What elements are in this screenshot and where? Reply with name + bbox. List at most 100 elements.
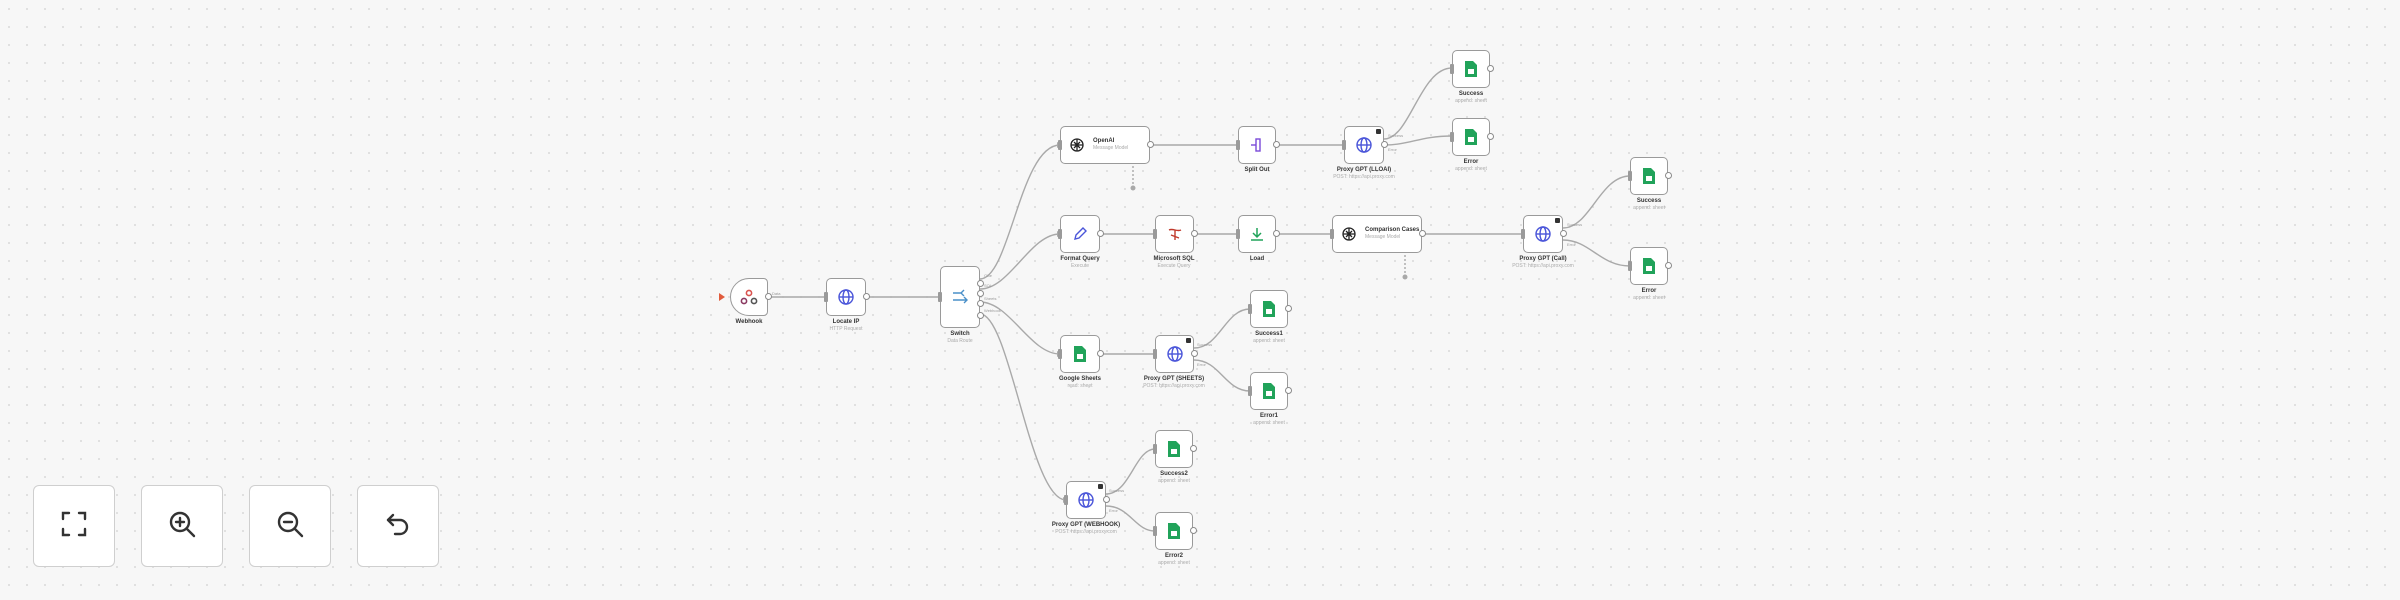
input-port[interactable]	[1153, 444, 1157, 454]
output-port[interactable]	[1147, 141, 1154, 148]
node-format-query-label: Format Query Execute	[1020, 255, 1140, 270]
node-google-sheets[interactable]	[1058, 335, 1104, 373]
input-port[interactable]	[1450, 64, 1454, 74]
node-proxy-gpt-sheets[interactable]	[1153, 335, 1198, 373]
node-title: Success	[1458, 91, 1484, 97]
node-title: Microsoft SQL	[1153, 256, 1195, 262]
input-port[interactable]	[1236, 229, 1240, 239]
zoom-out-icon	[275, 509, 305, 544]
node-subtitle: Execute	[1070, 263, 1090, 269]
zoom-in-icon	[167, 509, 197, 544]
output-port[interactable]	[1487, 65, 1494, 72]
edge-label-switch-3: Webhook	[984, 308, 1001, 313]
input-port[interactable]	[1248, 386, 1252, 396]
node-subtitle: POST: https://api.proxy.com	[1512, 263, 1574, 269]
node-error-4-label: Error2 append: sheet	[1114, 552, 1234, 567]
undo-button[interactable]	[357, 485, 439, 567]
output-port[interactable]	[1273, 141, 1280, 148]
node-comparison-cases[interactable]: Comparison Cases Message Model	[1330, 215, 1426, 253]
zoom-out-button[interactable]	[249, 485, 331, 567]
node-success-1[interactable]	[1450, 50, 1494, 88]
node-openai[interactable]: OpenAI Message Model	[1058, 126, 1154, 164]
output-port[interactable]	[1190, 445, 1197, 452]
output-port[interactable]	[1665, 262, 1672, 269]
output-port[interactable]	[977, 300, 984, 307]
node-error-3[interactable]	[1248, 372, 1292, 410]
input-port[interactable]	[1628, 261, 1632, 271]
output-port[interactable]	[1190, 527, 1197, 534]
input-port[interactable]	[824, 292, 828, 302]
node-locate-ip[interactable]	[824, 278, 870, 316]
output-port[interactable]	[863, 293, 870, 300]
node-split-out[interactable]	[1236, 126, 1280, 164]
node-webhook[interactable]	[730, 278, 772, 316]
output-port[interactable]	[977, 280, 984, 287]
zoom-in-button[interactable]	[141, 485, 223, 567]
node-format-query[interactable]	[1058, 215, 1104, 253]
output-port[interactable]	[1560, 230, 1567, 237]
node-load[interactable]	[1236, 215, 1280, 253]
input-port[interactable]	[1342, 140, 1346, 150]
input-port[interactable]	[1058, 349, 1062, 359]
node-proxy-gpt-webhook[interactable]	[1064, 481, 1110, 519]
edge-label-error-2: Error	[1567, 242, 1577, 247]
node-load-label: Load	[1197, 255, 1317, 263]
node-proxy-gpt-call-label: Proxy GPT (Call) POST: https://api.proxy…	[1483, 255, 1603, 270]
output-port[interactable]	[1191, 230, 1198, 237]
output-port[interactable]	[1285, 305, 1292, 312]
node-subtitle: append: sheet	[1455, 98, 1487, 104]
edge-label-switch-2: Sheets	[984, 296, 996, 301]
edge-label-error-1: Error	[1388, 147, 1398, 152]
input-port[interactable]	[1450, 132, 1454, 142]
output-port[interactable]	[977, 312, 984, 319]
node-success-2[interactable]	[1628, 157, 1672, 195]
node-subtitle: append: sheet	[1158, 560, 1190, 566]
input-port[interactable]	[1153, 349, 1157, 359]
output-port[interactable]	[1419, 230, 1426, 237]
output-port[interactable]	[1285, 387, 1292, 394]
node-error-1[interactable]	[1450, 118, 1494, 156]
output-port[interactable]	[1097, 230, 1104, 237]
output-port[interactable]	[1103, 496, 1110, 503]
output-port[interactable]	[1191, 350, 1198, 357]
node-title: Error1	[1259, 413, 1278, 419]
input-port[interactable]	[1064, 495, 1068, 505]
google-sheets-icon	[1167, 523, 1181, 539]
input-port[interactable]	[1153, 526, 1157, 536]
input-port[interactable]	[1058, 229, 1062, 239]
download-icon	[1249, 226, 1265, 242]
node-microsoft-sql[interactable]	[1153, 215, 1198, 253]
output-port[interactable]	[977, 290, 984, 297]
node-success-3[interactable]	[1248, 290, 1292, 328]
input-port[interactable]	[1628, 171, 1632, 181]
node-success-4[interactable]	[1153, 430, 1197, 468]
input-port[interactable]	[1236, 140, 1240, 150]
input-port[interactable]	[1058, 140, 1062, 150]
node-microsoft-sql-label: Microsoft SQL Execute Query	[1114, 255, 1234, 270]
node-title: OpenAI	[1093, 138, 1115, 144]
output-port[interactable]	[1381, 141, 1388, 148]
node-switch[interactable]	[938, 266, 984, 328]
fit-view-button[interactable]	[33, 485, 115, 567]
node-error-4[interactable]	[1153, 512, 1197, 550]
node-error-2[interactable]	[1628, 247, 1672, 285]
output-port[interactable]	[1097, 350, 1104, 357]
input-port[interactable]	[1248, 304, 1252, 314]
google-sheets-icon	[1167, 441, 1181, 457]
output-port[interactable]	[1487, 133, 1494, 140]
google-sheets-icon	[1642, 258, 1656, 274]
edge-label-success-2: Success	[1567, 222, 1582, 227]
input-port[interactable]	[938, 292, 942, 302]
edge-switch-format	[979, 233, 1061, 290]
pencil-icon	[1072, 226, 1088, 242]
output-port[interactable]	[765, 293, 772, 300]
output-port[interactable]	[1665, 172, 1672, 179]
input-port[interactable]	[1521, 229, 1525, 239]
output-port[interactable]	[1273, 230, 1280, 237]
input-port[interactable]	[1330, 229, 1334, 239]
trigger-indicator-icon	[719, 293, 725, 301]
node-proxy-gpt[interactable]	[1342, 126, 1388, 164]
input-port[interactable]	[1153, 229, 1157, 239]
node-proxy-gpt-call[interactable]	[1521, 215, 1567, 253]
node-subtitle: append: sheet	[1253, 420, 1285, 426]
